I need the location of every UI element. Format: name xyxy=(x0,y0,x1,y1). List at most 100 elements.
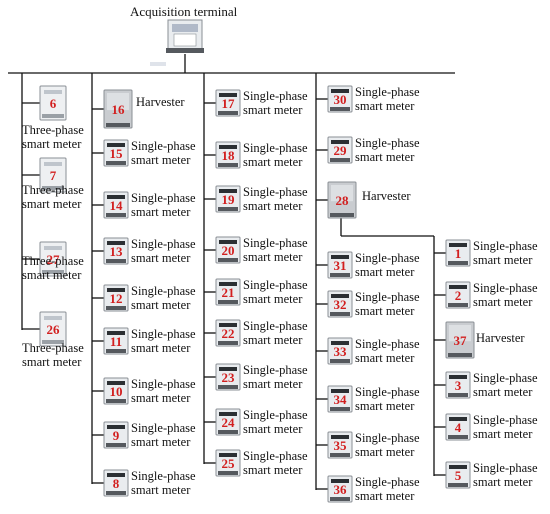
device-id: 32 xyxy=(334,297,347,312)
device-label-line1: Single-phase xyxy=(355,385,420,399)
device-id: 22 xyxy=(222,326,235,341)
device-id: 27 xyxy=(47,252,61,267)
device-label-line2: smart meter xyxy=(131,391,191,405)
device-label-line1: Single-phase xyxy=(131,191,196,205)
acquisition-terminal-icon xyxy=(150,19,204,66)
device-id: 36 xyxy=(334,482,348,497)
device-id: 14 xyxy=(110,198,124,213)
device-label-line2: smart meter xyxy=(131,205,191,219)
device-label-line1: Three-phase xyxy=(22,341,84,355)
device-label-line1: Single-phase xyxy=(131,421,196,435)
device-label-line2: smart meter xyxy=(243,422,303,436)
device-label-line2: smart meter xyxy=(22,197,82,211)
device-id: 25 xyxy=(222,456,236,471)
device-label-line1: Single-phase xyxy=(243,319,308,333)
device-id: 29 xyxy=(334,143,348,158)
device-label-line2: smart meter xyxy=(131,153,191,167)
device-label-line2: smart meter xyxy=(243,377,303,391)
device-id: 20 xyxy=(222,243,235,258)
device-label-line1: Single-phase xyxy=(243,408,308,422)
device-label-line1: Single-phase xyxy=(473,239,538,253)
device-label-line2: smart meter xyxy=(243,333,303,347)
device-id: 18 xyxy=(222,148,236,163)
acquisition-terminal-title: Acquisition terminal xyxy=(130,4,238,19)
device-label-line1: Single-phase xyxy=(131,469,196,483)
device-id: 8 xyxy=(113,476,120,491)
device-id: 4 xyxy=(455,420,462,435)
device-label-line1: Single-phase xyxy=(243,278,308,292)
device-label-line2: smart meter xyxy=(22,137,82,151)
device-label-line1: Single-phase xyxy=(243,185,308,199)
device-label-line2: smart meter xyxy=(131,483,191,497)
device-label-line2: smart meter xyxy=(355,99,415,113)
device-label: Harvester xyxy=(362,189,411,203)
device-id: 19 xyxy=(222,192,236,207)
device-id: 16 xyxy=(112,102,126,117)
device-id: 11 xyxy=(110,334,122,349)
device-id: 24 xyxy=(222,415,236,430)
device-label-line1: Single-phase xyxy=(355,290,420,304)
device-label-line1: Single-phase xyxy=(243,141,308,155)
bus-wires xyxy=(8,54,455,490)
device-label-line2: smart meter xyxy=(473,295,533,309)
device-id: 2 xyxy=(455,288,462,303)
device-label-line2: smart meter xyxy=(355,489,415,503)
device-label-line2: smart meter xyxy=(243,103,303,117)
device-label-line1: Single-phase xyxy=(131,139,196,153)
device-label-line2: smart meter xyxy=(355,399,415,413)
device-label-line2: smart meter xyxy=(131,435,191,449)
terminal-shadow xyxy=(150,62,166,66)
device-id: 26 xyxy=(47,322,61,337)
device-id: 34 xyxy=(334,392,348,407)
device-label-line2: smart meter xyxy=(355,265,415,279)
device-label: Harvester xyxy=(136,95,185,109)
device-label: Harvester xyxy=(476,331,525,345)
device-id: 35 xyxy=(334,438,348,453)
device-label-line2: smart meter xyxy=(355,304,415,318)
device-16-harvester: 16 Harvester xyxy=(92,89,185,129)
device-id: 6 xyxy=(50,96,57,111)
device-label-line1: Single-phase xyxy=(131,237,196,251)
device-label-line2: smart meter xyxy=(473,427,533,441)
device-label-line1: Single-phase xyxy=(355,85,420,99)
device-id: 10 xyxy=(110,384,123,399)
device-label-line2: smart meter xyxy=(473,253,533,267)
device-label-line1: Single-phase xyxy=(131,327,196,341)
device-label-line2: smart meter xyxy=(243,292,303,306)
device-id: 31 xyxy=(334,258,347,273)
device-label-line2: smart meter xyxy=(243,250,303,264)
device-label-line1: Single-phase xyxy=(355,251,420,265)
device-label-line1: Three-phase xyxy=(22,123,84,137)
device-label-line1: Single-phase xyxy=(243,449,308,463)
device-label-line1: Three-phase xyxy=(22,254,84,268)
device-label-line2: smart meter xyxy=(243,463,303,477)
device-id: 21 xyxy=(222,285,235,300)
device-label-line2: smart meter xyxy=(22,355,82,369)
device-label-line2: smart meter xyxy=(243,155,303,169)
device-label-line1: Three-phase xyxy=(22,183,84,197)
device-id: 7 xyxy=(50,168,57,183)
device-label-line2: smart meter xyxy=(355,445,415,459)
